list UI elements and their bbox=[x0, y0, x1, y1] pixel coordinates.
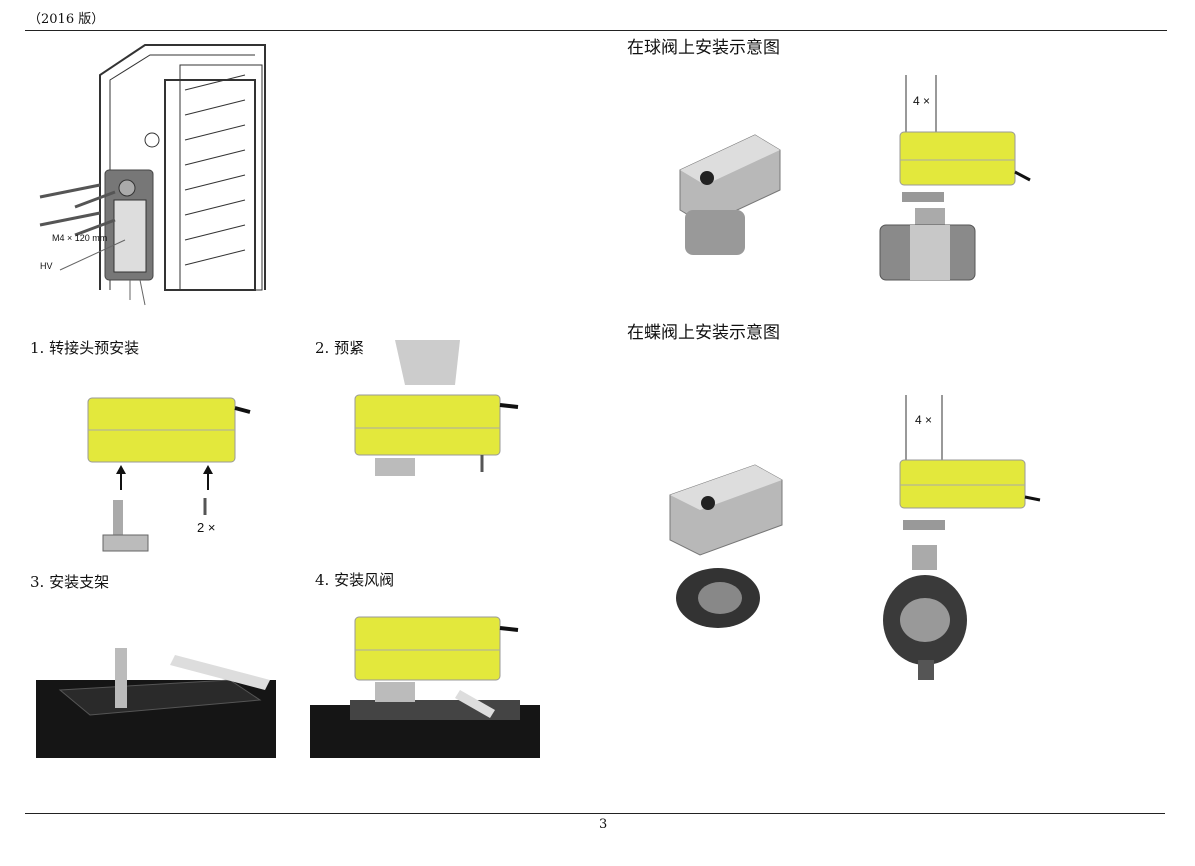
step4-caption: 4. 安装风阀 bbox=[315, 571, 395, 589]
step1-quantity: 2 × bbox=[197, 520, 216, 535]
butterfly-valve-title: 在蝶阀上安装示意图 bbox=[627, 323, 780, 343]
ball-valve-illustration bbox=[679, 75, 1031, 281]
step3-caption: 3. 安装支架 bbox=[30, 573, 110, 591]
step2-illustration bbox=[354, 340, 519, 476]
footer-divider bbox=[25, 813, 1165, 814]
bolt-size-label: M4 × 120 mm bbox=[52, 233, 108, 243]
step4-illustration bbox=[310, 616, 540, 758]
hv-label: HV bbox=[40, 261, 53, 271]
damper-mounting-diagram bbox=[39, 44, 266, 306]
step3-illustration bbox=[36, 648, 276, 758]
ball-valve-title: 在球阀上安装示意图 bbox=[627, 38, 780, 58]
page-number: 3 bbox=[599, 817, 608, 832]
step2-caption: 2. 预紧 bbox=[315, 339, 365, 357]
butterfly-valve-quantity: 4 × bbox=[915, 413, 933, 427]
step1-caption: 1. 转接头预安装 bbox=[30, 339, 140, 357]
butterfly-valve-illustration bbox=[669, 395, 1041, 680]
header-divider bbox=[25, 30, 1167, 31]
step1-illustration bbox=[87, 397, 251, 552]
ball-valve-quantity: 4 × bbox=[913, 94, 931, 108]
edition-label: （2016 版） bbox=[28, 12, 105, 27]
